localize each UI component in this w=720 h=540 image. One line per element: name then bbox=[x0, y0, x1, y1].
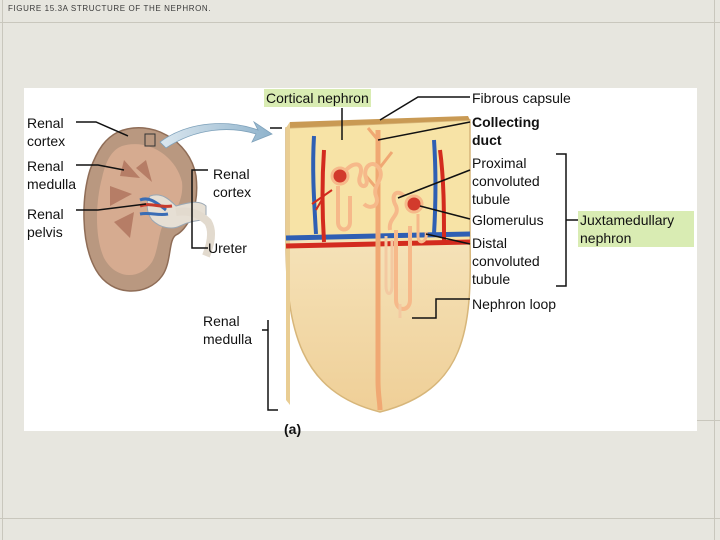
juxtamedullary-nephron bbox=[384, 190, 428, 318]
label-proximal-tubule: Proximal convoluted tubule bbox=[472, 155, 540, 207]
label-cortical-nephron: Cortical nephron bbox=[264, 89, 371, 107]
label-juxtamedullary-nephron: Juxtamedullary nephron bbox=[578, 211, 694, 247]
label-renal-medulla-left: Renal medulla bbox=[27, 158, 77, 192]
label-renal-pelvis: Renal pelvis bbox=[27, 206, 64, 240]
frame-line-panel-right bbox=[697, 420, 720, 421]
frame-line-bottom bbox=[0, 518, 720, 519]
label-distal-tubule: Distal convoluted tubule bbox=[472, 235, 540, 287]
label-nephron-loop: Nephron loop bbox=[472, 296, 557, 312]
label-glomerulus: Glomerulus bbox=[472, 212, 544, 228]
label-renal-cortex-mid: Renal cortex bbox=[213, 166, 252, 200]
frame-line-top bbox=[0, 22, 720, 23]
frame-line-right bbox=[714, 0, 715, 540]
panel-letter: (a) bbox=[284, 421, 302, 437]
label-ureter: Ureter bbox=[208, 240, 247, 256]
label-collecting-duct: Collecting duct bbox=[472, 114, 540, 148]
label-renal-medulla-mid: Renal medulla bbox=[203, 313, 253, 347]
renal-section-drawing bbox=[285, 116, 472, 413]
frame-line-left bbox=[2, 0, 3, 540]
zoom-arrow bbox=[159, 120, 273, 149]
slide-title: FIGURE 15.3A STRUCTURE OF THE NEPHRON. bbox=[8, 4, 212, 13]
cortical-nephron bbox=[311, 162, 383, 232]
label-fibrous-capsule: Fibrous capsule bbox=[472, 90, 571, 106]
label-renal-cortex-left: Renal cortex bbox=[27, 115, 66, 149]
leader-lines bbox=[76, 96, 578, 411]
